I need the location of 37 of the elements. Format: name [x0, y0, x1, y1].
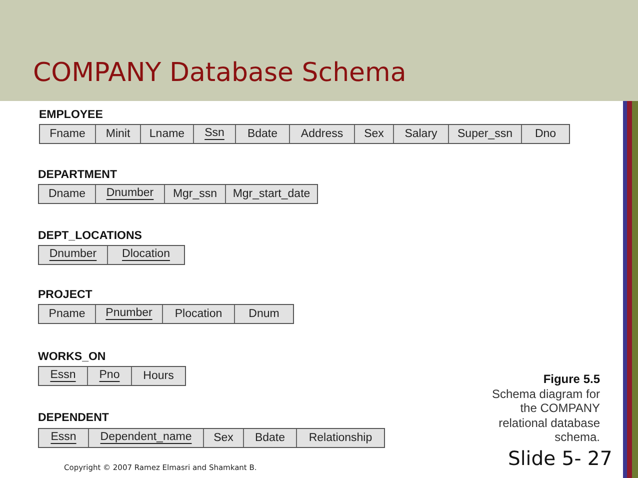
attribute-cell: Plocation	[162, 305, 234, 323]
attribute-cell: Address	[289, 125, 354, 143]
table-name: DEPENDENT	[38, 411, 109, 425]
attribute-cell: Pname	[39, 305, 95, 323]
key-attribute-cell: Dependent_name	[88, 429, 203, 447]
attribute-cell: Hours	[131, 367, 185, 385]
table-name: DEPT_LOCATIONS	[38, 229, 142, 243]
key-attribute-cell: Ssn	[193, 125, 235, 143]
key-attribute-cell: Essn	[39, 367, 87, 385]
table-name: PROJECT	[38, 288, 92, 302]
attribute-cell: Dname	[39, 185, 95, 203]
attribute-cell: Dno	[521, 125, 569, 143]
key-attribute-cell: Dnumber	[95, 185, 164, 203]
key-attribute-cell: Dnumber	[39, 246, 107, 264]
key-attribute-cell: Essn	[39, 429, 88, 447]
attribute-cell: Mgr_start_date	[225, 185, 317, 203]
attribute-cell: Sex	[354, 125, 393, 143]
attribute-cell: Salary	[393, 125, 448, 143]
table-name: WORKS_ON	[38, 350, 106, 364]
table-name: EMPLOYEE	[39, 108, 103, 122]
key-attribute-cell: Pnumber	[95, 305, 162, 323]
attribute-cell: Sex	[203, 429, 243, 447]
slide-title: COMPANY Database Schema	[33, 57, 406, 89]
table-name: DEPARTMENT	[38, 168, 118, 182]
slide-number: Slide 5- 27	[508, 448, 612, 470]
key-attribute-cell: Dlocation	[107, 246, 184, 264]
key-attribute-cell: Pno	[87, 367, 131, 385]
attribute-cell: Dnum	[234, 305, 293, 323]
attribute-cell: Minit	[95, 125, 140, 143]
attribute-cell: Mgr_ssn	[164, 185, 225, 203]
attribute-cell: Bdate	[243, 429, 296, 447]
figure-caption: Figure 5.5 Schema diagram for the COMPANY relational database schema.	[490, 372, 600, 444]
attribute-cell: Fname	[40, 125, 95, 143]
attribute-cell: Lname	[140, 125, 193, 143]
attribute-cell: Bdate	[235, 125, 289, 143]
attribute-cell: Super_ssn	[448, 125, 521, 143]
attribute-cell: Relationship	[296, 429, 384, 447]
